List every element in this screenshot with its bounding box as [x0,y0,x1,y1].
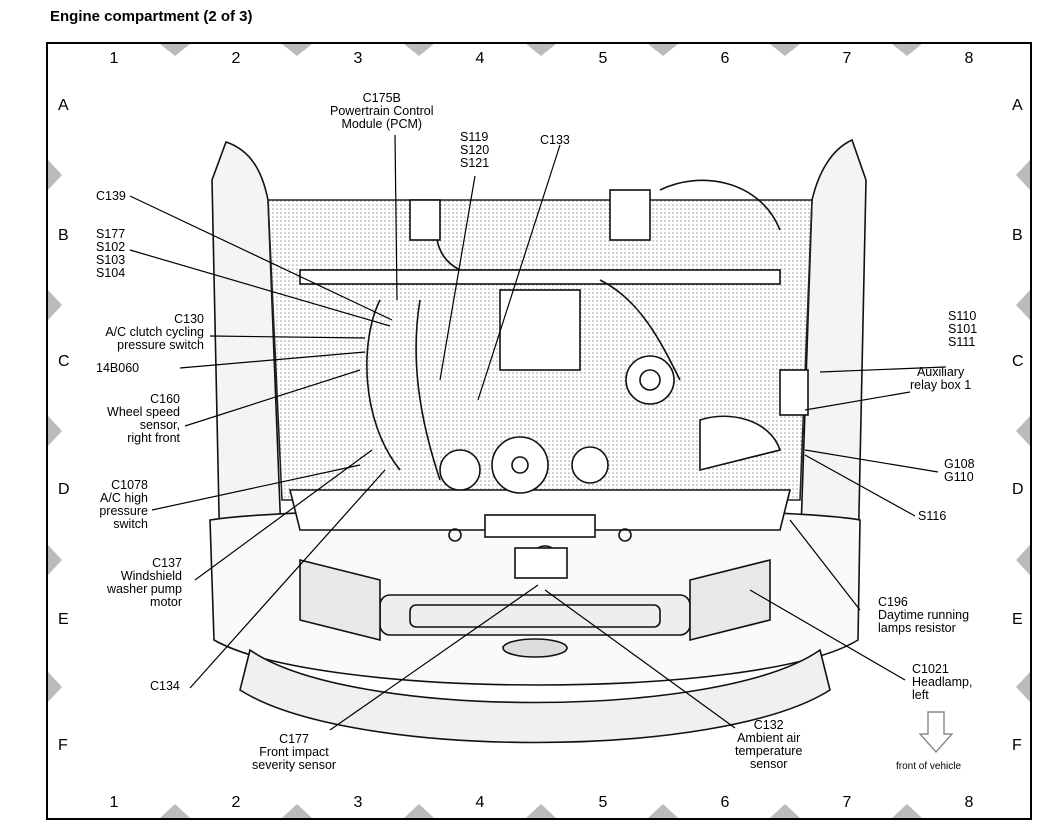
grid-row-right-a: A [1012,97,1023,114]
grid-row-right-c: C [1012,353,1024,370]
grid-row-right-f: F [1012,737,1022,754]
grid-col-bottom-2: 2 [231,794,241,811]
label-c139: C139 [96,189,126,203]
grid-row-left-f: F [58,737,68,754]
grid-markers [48,44,1030,818]
grid-row-left-a: A [58,97,69,114]
grid-col-top-2: 2 [231,50,241,67]
diagram-frame [46,42,1032,820]
grid-row-right-e: E [1012,611,1023,628]
grid-col-bottom-3: 3 [353,794,363,811]
leader-lines [129,134,946,731]
label-front-of-vehicle: front of vehicle [896,761,962,772]
grid-col-top-7: 7 [842,50,852,67]
grid-col-bottom-8: 8 [964,794,974,811]
grid-row-left-d: D [58,481,70,498]
page-title: Engine compartment (2 of 3) [50,8,253,25]
grid-col-bottom-7: 7 [842,794,852,811]
grid-col-top-1: 1 [109,50,119,67]
label-14b060: 14B060 [96,361,140,375]
grid-col-bottom-5: 5 [598,794,608,811]
grid-row-left-e: E [58,611,69,628]
grid-col-top-3: 3 [353,50,363,67]
grid-col-top-8: 8 [964,50,974,67]
label-s116: S116 [918,509,947,523]
grid-col-top-4: 4 [475,50,485,67]
grid-row-left-b: B [58,227,69,244]
grid-row-right-d: D [1012,481,1024,498]
grid-col-bottom-1: 1 [109,794,119,811]
vehicle-body [209,138,954,754]
grid-col-bottom-4: 4 [475,794,485,811]
label-c134: C134 [150,679,180,693]
label-c133: C133 [540,133,570,147]
grid-col-bottom-6: 6 [720,794,730,811]
grid-row-right-b: B [1012,227,1023,244]
grid-col-top-5: 5 [598,50,608,67]
grid-col-top-6: 6 [720,50,730,67]
grid-row-left-c: C [58,353,70,370]
